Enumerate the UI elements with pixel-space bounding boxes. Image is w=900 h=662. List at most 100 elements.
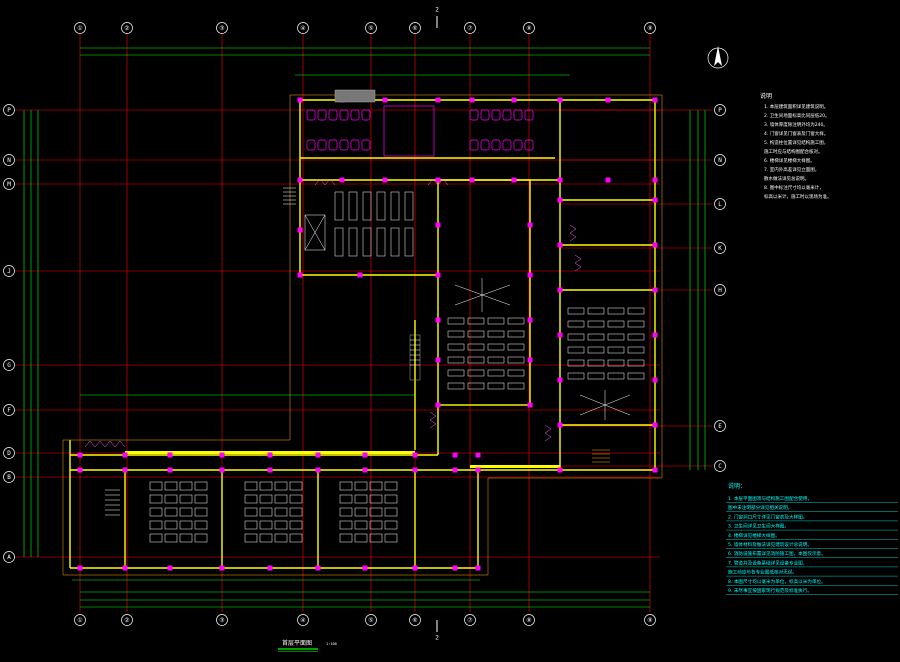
south-classroom-2-desk-3 — [274, 481, 288, 491]
svg-text:A: A — [7, 554, 11, 561]
south-classroom-3-desk-20 — [384, 533, 398, 543]
column-60 — [315, 565, 321, 571]
south-classroom-2-desk-11 — [274, 507, 288, 517]
column-11 — [511, 97, 517, 103]
east-classroom-desk-10 — [587, 333, 605, 341]
central-classroom-desk-22 — [467, 382, 485, 390]
south-classroom-2-desk-1 — [244, 481, 258, 491]
column-17 — [652, 97, 658, 103]
column-52 — [219, 452, 225, 458]
column-61 — [362, 452, 368, 458]
svg-text:P: P — [718, 107, 722, 114]
cyan-notes-line-3: 2. 门窗洞口尺寸详见门窗表及大样图。 — [728, 513, 807, 520]
notes-title: 说明 — [760, 92, 772, 100]
central-classroom-desk-2 — [467, 317, 485, 325]
west-exterior-stair — [283, 187, 296, 205]
central-classroom-desk-17 — [447, 369, 465, 377]
east-classroom-desk-9 — [567, 333, 585, 341]
column-47 — [122, 467, 128, 473]
south-classroom-2-desk-5 — [244, 494, 258, 504]
structural-columns — [77, 97, 658, 571]
svg-text:⑨: ⑨ — [647, 617, 652, 624]
toilet-stall-23 — [513, 139, 523, 151]
column-10 — [469, 177, 475, 183]
central-classroom-desk-15 — [487, 356, 505, 364]
cyan-notes-line-8: 7. 管道井及设备基础详见设备专业图， — [728, 559, 807, 566]
central-classroom-walls — [437, 179, 531, 406]
column-6 — [382, 177, 388, 183]
toilet-stall-15 — [491, 109, 501, 121]
south-classroom-1-desk-17 — [149, 533, 163, 543]
east-classroom-desk-3 — [607, 307, 625, 315]
south-classroom-1-desk-3 — [179, 481, 193, 491]
south-classroom-3-desk-17 — [339, 533, 353, 543]
south-classroom-1-desk-5 — [149, 494, 163, 504]
drawing-caption: 首层平面图 1:100 — [278, 639, 337, 652]
south-classroom-1-desk-4 — [194, 481, 208, 491]
upper-classroom-desk-5 — [390, 191, 400, 221]
connector-stair — [409, 334, 421, 381]
south-classroom-2-desk-2 — [259, 481, 273, 491]
svg-text:③: ③ — [219, 25, 224, 32]
toilet-stall-8 — [317, 139, 327, 151]
toilet-stall-11 — [350, 139, 360, 151]
axis-bubble-left-D: D — [3, 447, 15, 459]
axis-bubble-left-F: F — [3, 404, 15, 416]
axis-bubble-top-7: ⑦ — [464, 22, 476, 34]
south-classroom-2-desk-4 — [289, 481, 303, 491]
east-classroom-desk-17 — [567, 359, 585, 367]
svg-text:D: D — [7, 450, 11, 457]
south-classroom-3-desk-7 — [369, 494, 383, 504]
axis-bubble-bottom-6: ⑥ — [409, 614, 421, 626]
central-classroom-desk-24 — [507, 382, 525, 390]
column-34 — [527, 222, 533, 228]
column-13 — [557, 97, 563, 103]
north-arrow-icon — [707, 46, 729, 69]
axis-bubble-bottom-8: ⑧ — [523, 614, 535, 626]
central-classroom-desk-10 — [467, 343, 485, 351]
column-63 — [362, 565, 368, 571]
column-59 — [315, 467, 321, 473]
svg-text:⑤: ⑤ — [368, 617, 373, 624]
lectern-central-classroom — [454, 278, 511, 312]
column-46 — [122, 452, 128, 458]
svg-text:⑧: ⑧ — [526, 617, 531, 624]
cyan-notes-title: 说明： — [728, 482, 746, 490]
notes-line-2: 2. 卫生间地面标高比同层低20。 — [764, 112, 829, 119]
upper-classroom-desk-12 — [404, 227, 414, 257]
south-classroom-2-desk-15 — [274, 520, 288, 530]
east-classroom-desk-15 — [607, 346, 625, 354]
column-8 — [435, 177, 441, 183]
lectern-east-classroom — [579, 390, 631, 420]
dimension-lines — [23, 47, 706, 608]
central-classroom-desk-8 — [507, 330, 525, 338]
column-35 — [435, 272, 441, 278]
column-50 — [167, 467, 173, 473]
central-classroom-desk-11 — [487, 343, 505, 351]
south-classroom-3-desk-16 — [384, 520, 398, 530]
cyan-notes-line-9: 施工前应与各专业图纸核对无误。 — [728, 569, 797, 576]
south-classroom-2-desk-20 — [289, 533, 303, 543]
svg-text:⑨: ⑨ — [647, 25, 652, 32]
svg-text:⑥: ⑥ — [412, 617, 417, 624]
axis-bubble-top-9: ⑨ — [644, 22, 656, 34]
column-28 — [652, 377, 658, 383]
column-5 — [382, 97, 388, 103]
svg-text:N: N — [718, 157, 722, 164]
column-22 — [652, 242, 658, 248]
column-70 — [475, 452, 481, 458]
axis-bubble-left-G: G — [3, 359, 15, 371]
cyan-notes-line-5: 4. 楼梯详见楼梯大样图。 — [728, 532, 780, 539]
cyan-notes-line-7: 6. 消防设施布置详见消防施工图，本图仅示意。 — [728, 550, 826, 557]
axis-bubble-top-8: ⑧ — [523, 22, 535, 34]
cyan-notes-line-1: 1. 本层平面图须与结构施工图配合使用， — [728, 495, 812, 502]
south-classroom-1-desk-14 — [164, 520, 178, 530]
south-classroom-1-desk-11 — [179, 507, 193, 517]
south-classroom-3-desk-1 — [339, 481, 353, 491]
east-classroom-desk-1 — [567, 307, 585, 315]
south-classroom-3-desk-14 — [354, 520, 368, 530]
column-40 — [527, 357, 533, 363]
central-classroom-desk-12 — [507, 343, 525, 351]
toilet-stall-7 — [306, 139, 316, 151]
